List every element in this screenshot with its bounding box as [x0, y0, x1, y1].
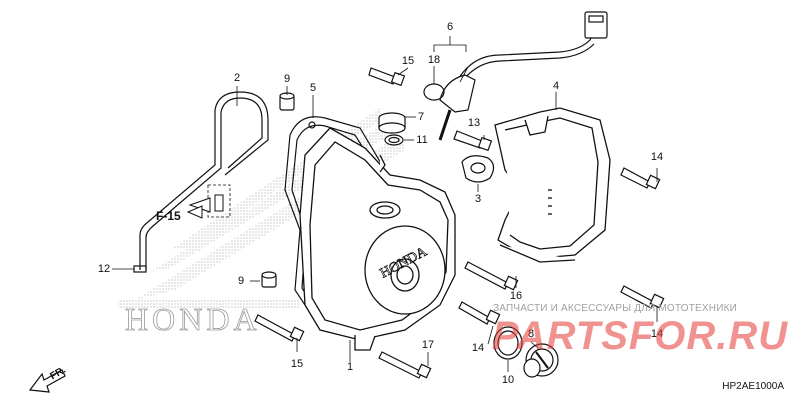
callout-7: 7 — [417, 111, 425, 123]
callout-14-upper: 14 — [650, 151, 664, 163]
leader-lines — [112, 36, 658, 372]
grommet-3 — [461, 155, 495, 183]
callout-12: 12 — [97, 263, 111, 275]
callout-11: 11 — [416, 134, 428, 146]
bolt-14-right-upper — [620, 167, 661, 190]
bolt-15-lower — [254, 314, 305, 342]
diagram-reference-code: HP2AE1000A — [722, 381, 784, 392]
callout-13: 13 — [467, 117, 481, 129]
callout-1: 1 — [346, 361, 354, 373]
watermark-logo: PARTSFOR.RU — [492, 314, 789, 358]
callout-6: 6 — [446, 21, 454, 33]
callout-14-center: 14 — [471, 342, 485, 354]
callout-8: 8 — [527, 328, 535, 340]
timing-hole-cap — [523, 343, 559, 378]
honda-background-text: HONDA — [125, 301, 261, 337]
callout-5: 5 — [309, 82, 317, 94]
left-crankcase-cover — [299, 127, 456, 351]
o-ring-10 — [493, 326, 523, 360]
sprocket-cover — [494, 107, 611, 263]
dowel-pin-lower — [261, 271, 277, 288]
callout-9-upper: 9 — [283, 73, 291, 85]
neutral-switch-wiring — [423, 11, 608, 141]
callout-4: 4 — [552, 80, 560, 92]
dowel-pin-upper — [279, 92, 295, 111]
callout-16: 16 — [509, 290, 523, 302]
bolt-14-center — [458, 301, 501, 325]
see-also-label: F-15 — [156, 209, 181, 223]
callout-17: 17 — [421, 339, 435, 351]
watermark-tagline: ЗАПЧАСТИ И АКСЕССУАРЫ ДЛЯ МОТОТЕХНИКИ — [493, 303, 738, 314]
bolt-17 — [378, 351, 432, 379]
callout-15-lower: 15 — [290, 358, 304, 370]
callout-14-right: 14 — [650, 328, 664, 340]
bolt-16 — [464, 261, 519, 291]
callout-9-lower: 9 — [237, 275, 245, 287]
front-direction-arrow — [28, 369, 66, 393]
callout-2: 2 — [233, 72, 241, 84]
o-ring-11 — [384, 134, 404, 146]
callout-10: 10 — [501, 374, 515, 386]
oil-filler-cap — [378, 112, 406, 134]
bolt-13 — [453, 130, 493, 152]
callout-3: 3 — [474, 193, 482, 205]
bolt-14-right-lower — [620, 285, 665, 309]
see-reference-arrow — [186, 205, 203, 219]
callout-18: 18 — [427, 54, 441, 66]
bolt-15-upper — [368, 67, 406, 87]
callout-15-upper: 15 — [401, 55, 415, 67]
tube-fitting — [188, 184, 231, 218]
